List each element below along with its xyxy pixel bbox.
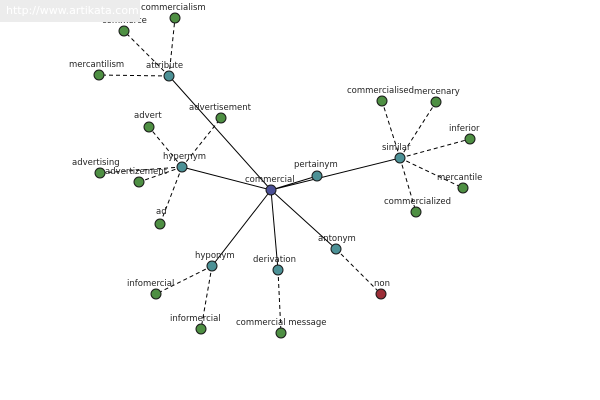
word-label-inferior[interactable]: inferior xyxy=(449,124,480,134)
edge-attribute-commercialism xyxy=(168,17,176,77)
edge-hypernym-advertizement xyxy=(138,166,183,183)
edge-similar-mercantile xyxy=(399,157,464,189)
relation-node-pertainym[interactable] xyxy=(311,170,323,182)
edge-hypernym-advertisement xyxy=(181,117,222,168)
edge-antonym-non xyxy=(335,248,382,295)
relation-node-hypernym[interactable] xyxy=(176,161,188,173)
edge-derivation-commercial-message xyxy=(277,269,282,334)
word-label-mercantile[interactable]: mercantile xyxy=(437,173,482,183)
relation-label-hypernym[interactable]: hypernym xyxy=(163,152,206,162)
edge-root-hyponym xyxy=(211,189,272,267)
edge-similar-commercialized xyxy=(399,157,417,213)
word-label-infomercial[interactable]: infomercial xyxy=(127,279,174,289)
graph-nodes: attributecommercecommercialismmercantili… xyxy=(69,3,482,339)
edge-attribute-commerce xyxy=(123,30,170,77)
relation-node-attribute[interactable] xyxy=(163,70,175,82)
relation-node-hyponym[interactable] xyxy=(206,260,218,272)
word-label-commercialism[interactable]: commercialism xyxy=(141,3,206,13)
root-node[interactable] xyxy=(265,184,277,196)
word-node-advertisement[interactable] xyxy=(215,112,227,124)
edge-root-antonym xyxy=(270,189,337,250)
edge-hypernym-advert xyxy=(148,126,183,168)
word-label-advertising[interactable]: advertising xyxy=(72,158,120,168)
word-node-advertising[interactable] xyxy=(94,167,106,179)
word-node-inferior[interactable] xyxy=(464,133,476,145)
relation-label-hyponym[interactable]: hyponym xyxy=(195,251,235,261)
relation-label-antonym[interactable]: antonym xyxy=(318,234,356,244)
edge-similar-commercialised xyxy=(381,100,401,159)
edge-hypernym-ad xyxy=(159,166,183,225)
word-label-ad[interactable]: ad xyxy=(156,207,167,217)
word-node-advertizement[interactable] xyxy=(133,176,145,188)
word-node-non[interactable] xyxy=(375,288,387,300)
graph-edges xyxy=(98,17,471,334)
word-label-advertizement[interactable]: advertizement xyxy=(105,167,168,177)
edge-root-similar xyxy=(270,157,401,191)
edge-root-derivation xyxy=(270,189,279,271)
edge-hyponym-informercial xyxy=(200,265,213,330)
relation-label-derivation[interactable]: derivation xyxy=(253,255,296,265)
edge-attribute-mercantilism xyxy=(98,74,170,77)
word-node-infomercial[interactable] xyxy=(150,288,162,300)
source-watermark: http://www.artikata.com xyxy=(0,0,140,22)
word-node-commercialism[interactable] xyxy=(169,12,181,24)
word-node-commercialised[interactable] xyxy=(376,95,388,107)
word-node-mercantilism[interactable] xyxy=(93,69,105,81)
word-node-commercialized[interactable] xyxy=(410,206,422,218)
root-label[interactable]: commercial xyxy=(245,175,295,185)
word-node-mercenary[interactable] xyxy=(430,96,442,108)
relation-node-derivation[interactable] xyxy=(272,264,284,276)
relation-label-similar[interactable]: similar xyxy=(382,143,411,153)
word-label-mercantilism[interactable]: mercantilism xyxy=(69,60,124,70)
word-label-commercialized[interactable]: commercialized xyxy=(384,197,451,207)
relation-label-pertainym[interactable]: pertainym xyxy=(294,160,338,170)
edge-hyponym-infomercial xyxy=(155,265,213,295)
relation-node-similar[interactable] xyxy=(394,152,406,164)
word-label-commercial-message[interactable]: commercial message xyxy=(236,318,326,328)
word-label-advertisement[interactable]: advertisement xyxy=(189,103,252,113)
word-node-advert[interactable] xyxy=(143,121,155,133)
word-node-informercial[interactable] xyxy=(195,323,207,335)
edge-root-attribute xyxy=(168,75,272,191)
word-node-commercial-message[interactable] xyxy=(275,327,287,339)
relation-label-attribute[interactable]: attribute xyxy=(146,61,183,71)
word-node-mercantile[interactable] xyxy=(457,182,469,194)
word-label-commercialised[interactable]: commercialised xyxy=(347,86,414,96)
edge-similar-inferior xyxy=(399,138,471,159)
word-label-mercenary[interactable]: mercenary xyxy=(414,87,460,97)
word-node-ad[interactable] xyxy=(154,218,166,230)
word-label-advert[interactable]: advert xyxy=(134,111,162,121)
word-label-non[interactable]: non xyxy=(374,279,390,289)
edge-root-hypernym xyxy=(181,166,272,191)
word-node-commerce[interactable] xyxy=(118,25,130,37)
word-label-informercial[interactable]: informercial xyxy=(170,314,221,324)
relation-node-antonym[interactable] xyxy=(330,243,342,255)
